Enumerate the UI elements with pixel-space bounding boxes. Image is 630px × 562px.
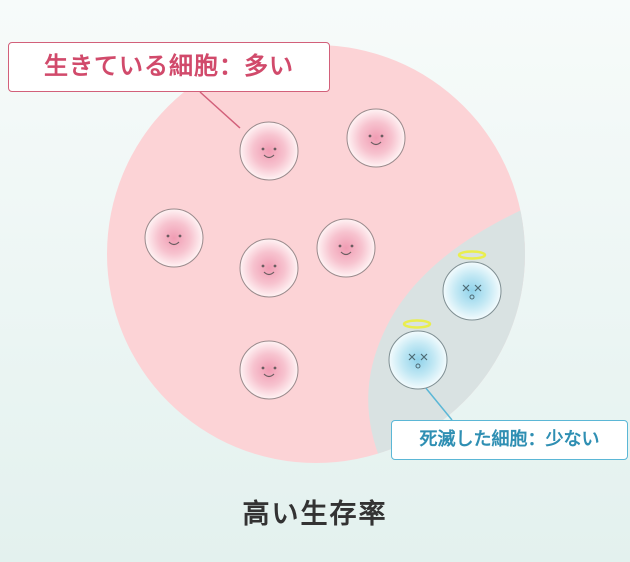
live-cell: [239, 238, 299, 298]
dead-cell: [388, 319, 448, 390]
live-cell: [239, 340, 299, 400]
dead-leader-line: [424, 386, 453, 421]
halo-icon: [402, 319, 432, 329]
alive-cells-label: 生きている細胞：多い: [8, 42, 330, 92]
dead-cell: [442, 250, 502, 321]
live-cell: [144, 208, 204, 268]
live-cell: [316, 218, 376, 278]
live-cell: [346, 108, 406, 168]
alive-leader-line: [199, 91, 241, 129]
live-cell: [239, 121, 299, 181]
halo-icon: [457, 250, 487, 260]
caption: 高い生存率: [242, 499, 388, 530]
dead-cells-label: 死滅した細胞：少ない: [391, 420, 628, 460]
